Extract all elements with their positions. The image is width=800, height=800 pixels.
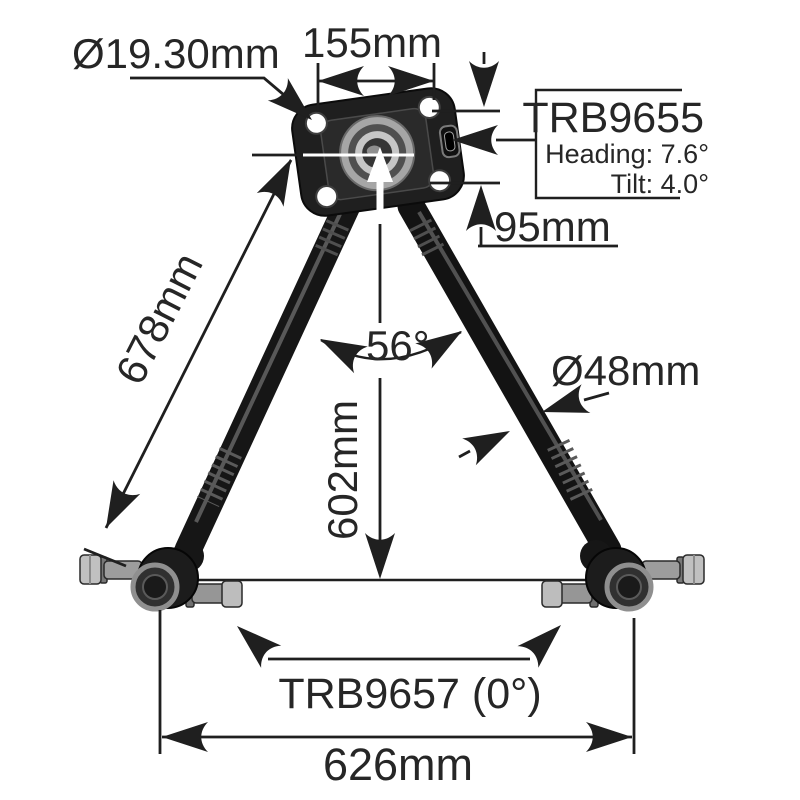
center-up-arrow [367, 147, 393, 228]
left-arm [174, 192, 361, 564]
plate-width-dimension: 155mm [302, 19, 442, 112]
upper-part-number: TRB9655 [522, 94, 704, 142]
plate-width-label: 155mm [302, 19, 442, 66]
right-arm [397, 192, 622, 564]
bolt-hole [417, 95, 441, 119]
hole-spacing-label: 95mm [494, 203, 611, 250]
bolt-hole [304, 111, 328, 135]
left-ball-joint [80, 540, 242, 609]
upper-part-heading: Heading: 7.6° [545, 139, 709, 169]
vstay-component [80, 87, 704, 609]
center-drop-dimension: 602mm [319, 224, 395, 579]
joint-span-dimension: 626mm [158, 610, 636, 790]
center-drop-label: 602mm [319, 400, 366, 540]
mounting-plate [291, 87, 465, 217]
right-ball-joint [542, 540, 704, 609]
upper-part-callout: TRB9655 Heading: 7.6° Tilt: 4.0° [452, 88, 709, 200]
hole-diameter-label: Ø19.30mm [72, 30, 280, 77]
lower-part-callout: TRB9657 (0°) [226, 614, 572, 718]
arm-length-label: 678mm [106, 245, 211, 391]
top-hole-pointer [432, 52, 500, 113]
bolt-hole [315, 185, 339, 209]
hole-spacing-dimension: 95mm [430, 181, 618, 250]
arm-angle-label: 56° [366, 322, 430, 369]
center-bushing [339, 115, 416, 192]
bolt-hole [428, 169, 452, 193]
hole-diameter-callout: Ø19.30mm [72, 30, 323, 132]
arm-angle-dimension: 56° [313, 318, 471, 374]
arm-diameter-callout: Ø48mm [458, 347, 700, 466]
arm-diameter-label: Ø48mm [551, 347, 700, 394]
joint-span-label: 626mm [323, 739, 473, 790]
upper-part-tilt: Tilt: 4.0° [611, 169, 709, 199]
lower-part-label: TRB9657 (0°) [278, 670, 541, 718]
